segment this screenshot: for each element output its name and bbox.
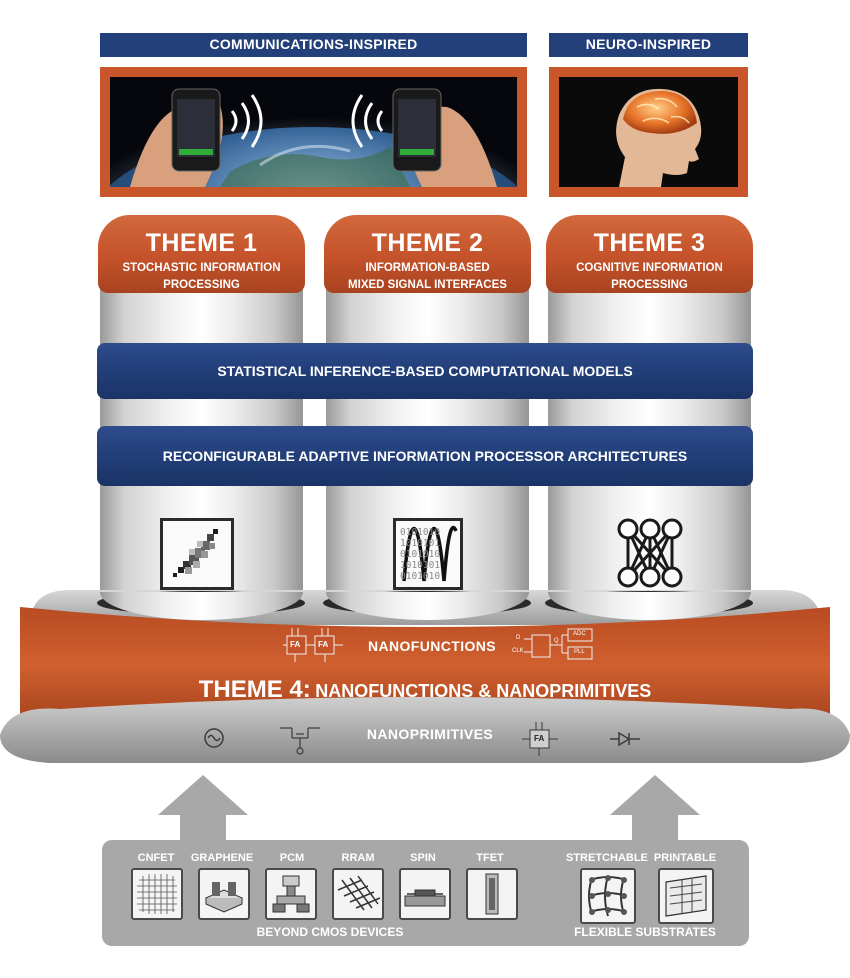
graphene-device-icon (198, 868, 250, 920)
d-label: D (516, 635, 521, 641)
binary-row-1: 0101010 (400, 527, 441, 538)
flipflop-adc-pll-icon: D CLK Q ADC PLL (510, 625, 605, 665)
stochastic-density-icon (160, 518, 234, 590)
neuro-photo-frame (549, 67, 748, 197)
theme2-subtitle-line1: INFORMATION-BASED (365, 262, 490, 274)
stretchable-substrate-icon (580, 868, 636, 924)
device-label-graphene: GRAPHENE (190, 852, 254, 864)
theme3-cap: THEME 3 COGNITIVE INFORMATION PROCESSING (546, 215, 753, 293)
cnfet-device-icon (131, 868, 183, 920)
fa-label-2: FA (318, 640, 329, 649)
device-label-cnfet: CNFET (137, 852, 175, 864)
communications-inspired-header: COMMUNICATIONS-INSPIRED (100, 33, 527, 57)
statistical-inference-layer: STATISTICAL INFERENCE-BASED COMPUTATIONA… (97, 343, 753, 399)
theme2-title: THEME 2 (371, 229, 484, 257)
device-label-tfet: TFET (476, 852, 504, 864)
flexible-substrates-footer: FLEXIBLE SUBSTRATES (574, 925, 716, 939)
binary-row-5: 0101010 (400, 571, 441, 582)
fa-primitive-icon: FA (522, 722, 558, 756)
theme1-subtitle-line2: PROCESSING (163, 279, 240, 291)
reconfigurable-architectures-label: RECONFIGURABLE ADAPTIVE INFORMATION PROC… (162, 448, 688, 464)
transistor-icon (280, 720, 320, 756)
diode-icon (610, 730, 640, 748)
spin-device-icon (399, 868, 451, 920)
theme4-prefix: THEME 4: (198, 676, 311, 703)
statistical-inference-label: STATISTICAL INFERENCE-BASED COMPUTATIONA… (217, 363, 633, 379)
brain-head-image (559, 77, 738, 187)
full-adder-pair-icon: FA FA (283, 628, 343, 662)
brain-head-illustration (616, 88, 702, 187)
rram-device-icon (332, 868, 384, 920)
theme3-subtitle-line1: COGNITIVE INFORMATION (576, 262, 723, 274)
pcm-device-icon (265, 868, 317, 920)
device-label-pcm: PCM (279, 852, 305, 864)
fa-label-1: FA (290, 640, 301, 649)
theme1-subtitle-line1: STOCHASTIC INFORMATION (122, 262, 281, 274)
neuro-inspired-header: NEURO-INSPIRED (549, 33, 748, 57)
theme3-subtitle-line2: PROCESSING (611, 279, 688, 291)
up-arrow-devices (158, 775, 248, 845)
device-label-spin: SPIN (410, 852, 436, 864)
mixed-signal-binary-icon: 0101010 1010101 0101010 1010101 0101010 (393, 518, 463, 590)
theme2-cap: THEME 2 INFORMATION-BASED MIXED SIGNAL I… (324, 215, 531, 293)
earth-phones-image (110, 77, 517, 187)
earth-phones-illustration (110, 88, 517, 187)
binary-row-3: 0101010 (400, 549, 441, 560)
device-label-rram: RRAM (341, 852, 375, 864)
reconfigurable-architectures-layer: RECONFIGURABLE ADAPTIVE INFORMATION PROC… (97, 426, 753, 486)
theme4-title-text: NANOFUNCTIONS & NANOPRIMITIVES (315, 681, 652, 701)
nanofunctions-label: NANOFUNCTIONS (367, 638, 497, 654)
theme1-title: THEME 1 (145, 229, 258, 257)
binary-row-2: 1010101 (400, 538, 441, 549)
tfet-device-icon (466, 868, 518, 920)
oscillator-icon (203, 727, 225, 749)
substrate-label-printable: PRINTABLE (653, 852, 717, 864)
theme1-cap: THEME 1 STOCHASTIC INFORMATION PROCESSIN… (98, 215, 305, 293)
pll-label: PLL (574, 649, 585, 655)
clk-label: CLK (512, 648, 524, 654)
binary-row-4: 1010101 (400, 560, 441, 571)
up-arrow-substrates (610, 775, 700, 845)
printable-substrate-icon (658, 868, 714, 924)
beyond-cmos-footer: BEYOND CMOS DEVICES (256, 925, 404, 939)
fa-primitive-label: FA (534, 734, 545, 743)
nanoprimitives-label: NANOPRIMITIVES (366, 726, 494, 742)
neural-network-icon (610, 515, 690, 591)
communications-photo-frame (100, 67, 527, 197)
theme4-title: THEME 4: NANOFUNCTIONS & NANOPRIMITIVES (0, 676, 850, 704)
theme2-subtitle-line2: MIXED SIGNAL INTERFACES (348, 279, 507, 291)
theme3-title: THEME 3 (593, 229, 706, 257)
adc-label: ADC (573, 631, 586, 637)
q-label: Q (554, 638, 559, 644)
substrate-label-stretchable: STRETCHABLE (566, 852, 648, 864)
